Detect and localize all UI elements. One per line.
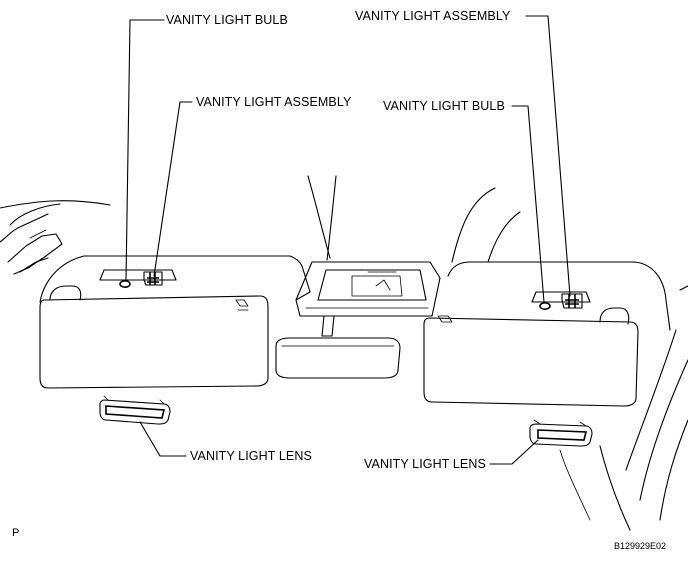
label-right-vanity-light-bulb: VANITY LIGHT BULB (383, 99, 505, 113)
leader-lines (125, 15, 571, 465)
right-bulb-socket (539, 301, 551, 310)
label-right-vanity-light-assembly: VANITY LIGHT ASSEMBLY (355, 9, 511, 23)
figure-id: B129929E02 (614, 541, 667, 551)
right-vanity-lens-part (529, 419, 593, 447)
label-left-vanity-light-lens: VANITY LIGHT LENS (190, 449, 312, 463)
right-assembly-clip (561, 293, 583, 309)
left-bulb-socket (119, 279, 131, 288)
label-left-vanity-light-bulb: VANITY LIGHT BULB (166, 13, 288, 27)
rear-view-mirror (275, 315, 401, 379)
overhead-console (295, 261, 441, 317)
left-assembly-clip (143, 271, 163, 286)
right-sun-visor (423, 317, 639, 407)
label-right-vanity-light-lens: VANITY LIGHT LENS (364, 457, 486, 471)
left-vanity-lens-part (99, 395, 171, 425)
view-code: P (12, 527, 20, 539)
label-left-vanity-light-assembly: VANITY LIGHT ASSEMBLY (196, 95, 352, 109)
left-sun-visor (39, 295, 269, 389)
